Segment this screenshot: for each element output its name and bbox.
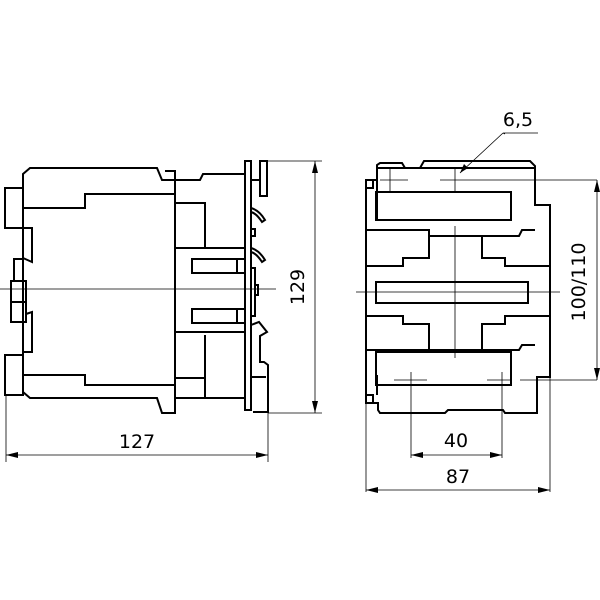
auxiliary-block (165, 170, 245, 399)
side-dimensions: 127 129 (0, 160, 322, 462)
width-dimension-127: 127 (119, 431, 155, 453)
left-terminal-bottom (4, 354, 24, 396)
side-dimension-lines (0, 160, 322, 462)
bottom-terminal-block (375, 351, 512, 386)
left-latch (10, 227, 33, 353)
front-body-edges (366, 179, 378, 404)
front-dimension-lines (366, 180, 598, 491)
front-body-outline (365, 160, 551, 414)
hole-leader-arrow (460, 164, 468, 173)
top-terminal-block (375, 191, 512, 221)
height-dimension-100-110: 100/110 (568, 243, 590, 322)
coil-body-outline (22, 167, 176, 414)
hole-leader-line (459, 132, 538, 174)
width-dimension-87: 87 (446, 466, 470, 488)
coil-body-inner-step-top (23, 193, 175, 209)
central-window (375, 281, 529, 304)
side-view (4, 160, 269, 414)
din-rail-clip (250, 160, 269, 413)
coil-body-inner-step-bottom (23, 374, 175, 386)
hole-diameter-6-5: 6,5 (503, 109, 533, 131)
centerlines (356, 169, 597, 492)
front-view (356, 132, 597, 492)
front-dimensions: 40 87 100/110 6,5 (366, 109, 600, 493)
height-dimension-129: 129 (287, 269, 309, 305)
hole-spacing-dimension-40: 40 (444, 430, 468, 452)
mounting-plate (244, 160, 252, 411)
cross-armature (366, 229, 550, 351)
left-terminal-top (4, 187, 24, 229)
